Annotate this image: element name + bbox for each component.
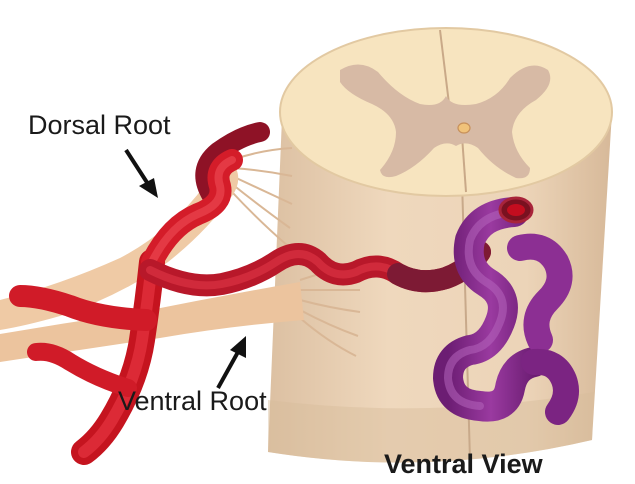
dorsal-root-label: Dorsal Root	[28, 110, 171, 141]
view-caption: Ventral View	[384, 449, 543, 480]
vessel-lumen	[507, 204, 525, 216]
central-canal	[458, 123, 470, 133]
dorsal-root-arrow	[126, 150, 158, 198]
ventral-root-arrow	[218, 336, 246, 388]
ventral-root-label: Ventral Root	[118, 386, 267, 417]
